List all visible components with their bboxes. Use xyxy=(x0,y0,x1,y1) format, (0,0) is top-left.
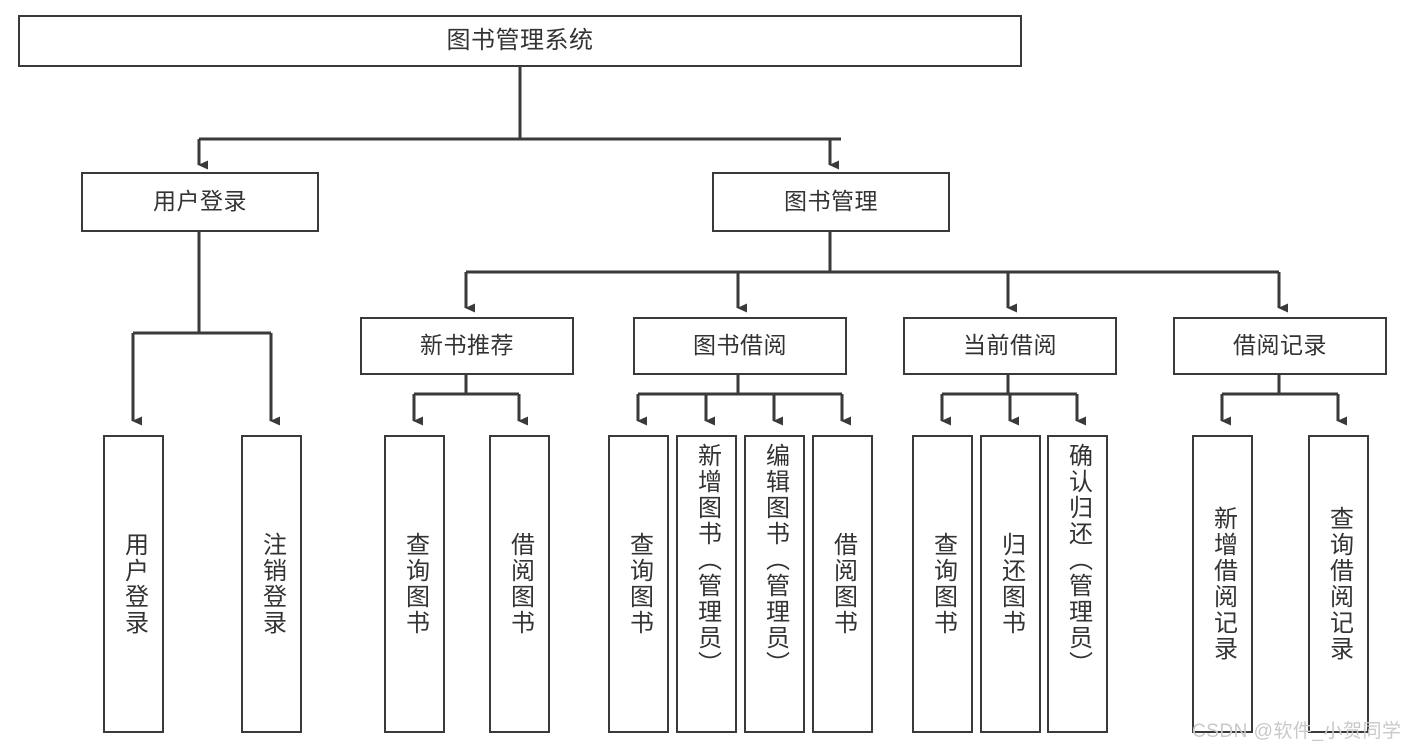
node-leaf-query-record[interactable]: 查询借阅记录 xyxy=(1308,435,1369,733)
node-leaf-query-book-2[interactable]: 查询图书 xyxy=(608,435,669,733)
node-leaf-query-book-3-label: 查询图书 xyxy=(929,532,957,636)
node-leaf-add-record-label: 新增借阅记录 xyxy=(1209,506,1237,662)
node-new-book-recommend[interactable]: 新书推荐 xyxy=(360,317,574,375)
node-leaf-borrow-book-2-label: 借阅图书 xyxy=(829,532,857,636)
node-leaf-add-book-label: 新增图书（管理员） xyxy=(693,443,721,677)
node-leaf-return-book[interactable]: 归还图书 xyxy=(980,435,1041,733)
node-leaf-edit-book-label: 编辑图书（管理员） xyxy=(761,443,789,677)
node-leaf-query-book-3[interactable]: 查询图书 xyxy=(912,435,973,733)
node-book-borrow[interactable]: 图书借阅 xyxy=(633,317,847,375)
node-leaf-logout-login-label: 注销登录 xyxy=(258,532,286,636)
node-current-borrow-label: 当前借阅 xyxy=(963,332,1057,359)
node-leaf-return-book-label: 归还图书 xyxy=(997,532,1025,636)
node-borrow-record[interactable]: 借阅记录 xyxy=(1173,317,1387,375)
node-book-management-label: 图书管理 xyxy=(784,188,878,215)
node-leaf-user-login[interactable]: 用户登录 xyxy=(103,435,164,733)
node-leaf-borrow-book-1[interactable]: 借阅图书 xyxy=(489,435,550,733)
node-leaf-borrow-book-2[interactable]: 借阅图书 xyxy=(812,435,873,733)
node-borrow-record-label: 借阅记录 xyxy=(1233,332,1327,359)
node-leaf-query-book-1[interactable]: 查询图书 xyxy=(384,435,445,733)
node-leaf-add-record[interactable]: 新增借阅记录 xyxy=(1192,435,1253,733)
node-leaf-confirm-return[interactable]: 确认归还（管理员） xyxy=(1047,435,1108,733)
node-leaf-confirm-return-label: 确认归还（管理员） xyxy=(1064,443,1092,677)
node-user-login-label: 用户登录 xyxy=(153,188,247,215)
node-leaf-edit-book[interactable]: 编辑图书（管理员） xyxy=(744,435,805,733)
node-root[interactable]: 图书管理系统 xyxy=(18,15,1022,67)
node-leaf-query-record-label: 查询借阅记录 xyxy=(1325,506,1353,662)
node-book-borrow-label: 图书借阅 xyxy=(693,332,787,359)
node-leaf-query-book-2-label: 查询图书 xyxy=(625,532,653,636)
node-root-label: 图书管理系统 xyxy=(446,26,594,54)
node-book-management[interactable]: 图书管理 xyxy=(712,172,950,232)
node-leaf-borrow-book-1-label: 借阅图书 xyxy=(506,532,534,636)
node-leaf-query-book-1-label: 查询图书 xyxy=(401,532,429,636)
node-new-book-recommend-label: 新书推荐 xyxy=(420,332,514,359)
watermark-text: CSDN @软件_小贺同学 xyxy=(1192,721,1402,742)
node-current-borrow[interactable]: 当前借阅 xyxy=(903,317,1117,375)
node-leaf-add-book[interactable]: 新增图书（管理员） xyxy=(676,435,737,733)
node-leaf-logout-login[interactable]: 注销登录 xyxy=(241,435,302,733)
node-user-login[interactable]: 用户登录 xyxy=(81,172,319,232)
node-leaf-user-login-label: 用户登录 xyxy=(120,532,148,636)
